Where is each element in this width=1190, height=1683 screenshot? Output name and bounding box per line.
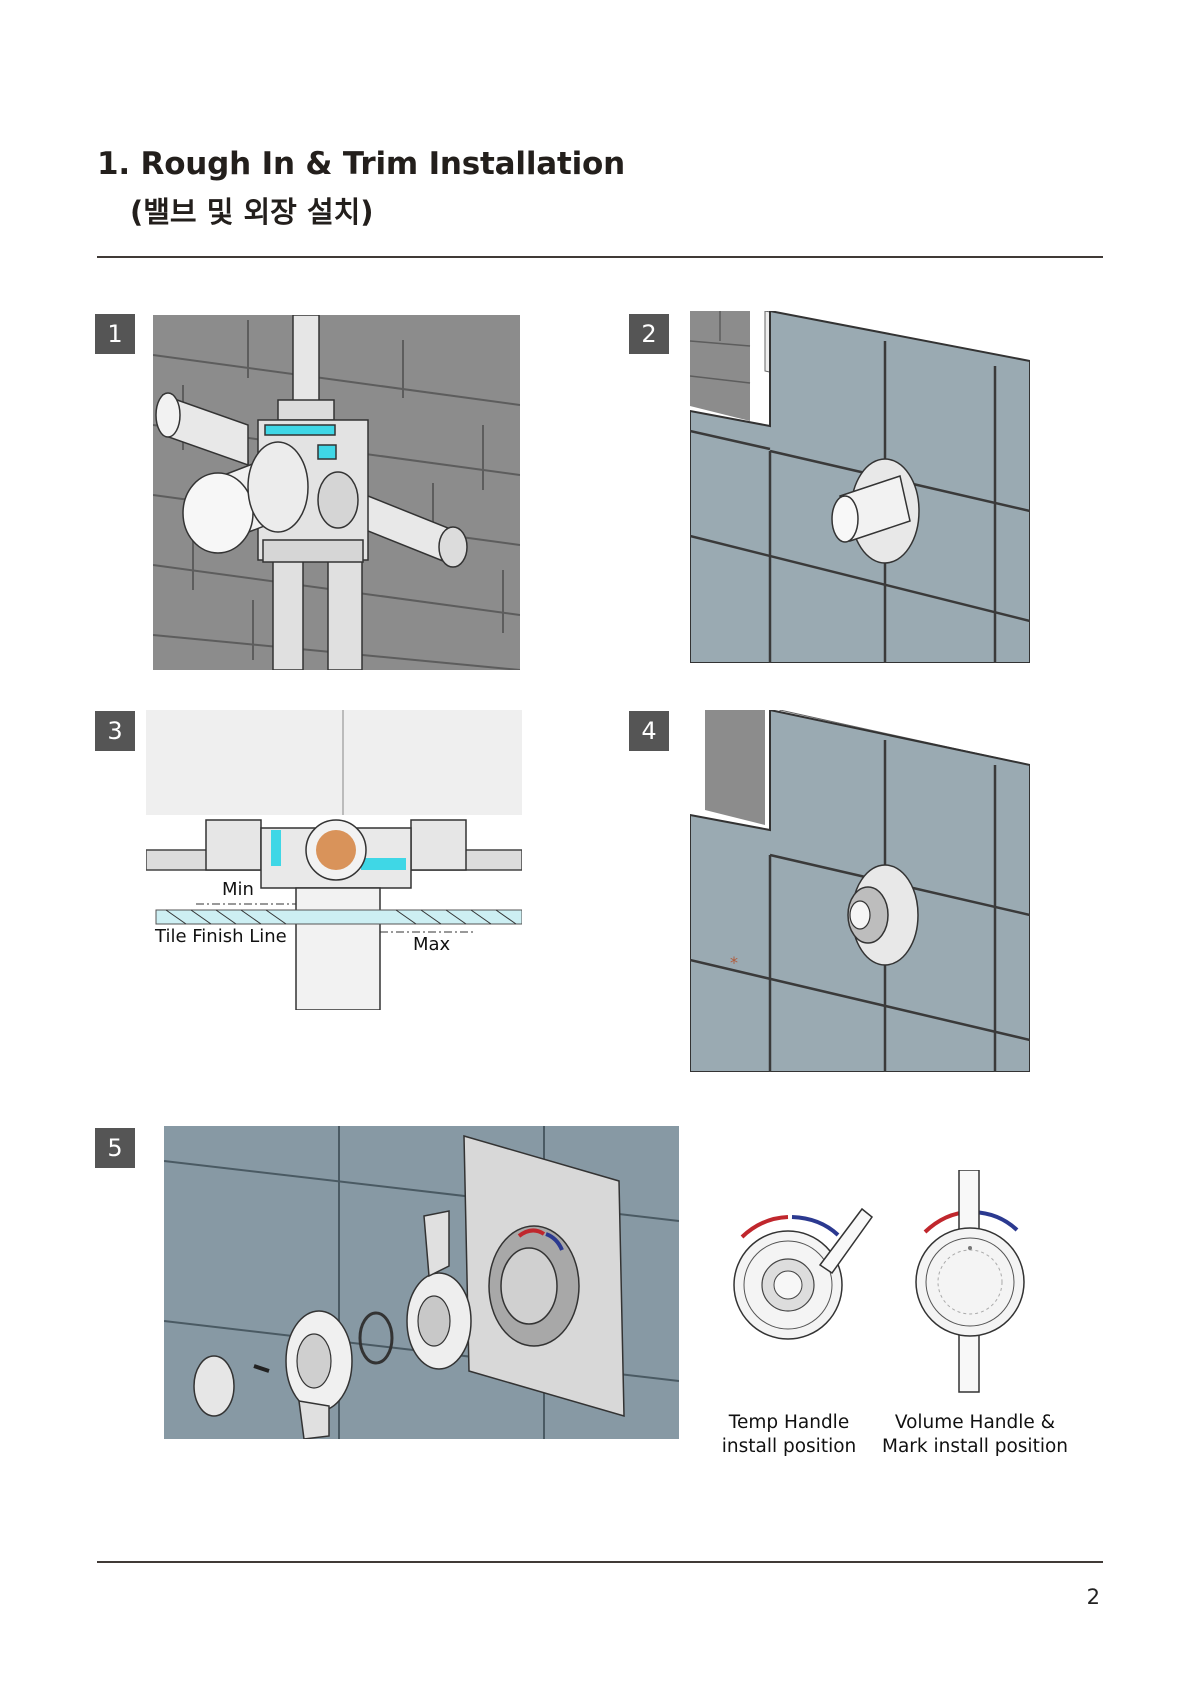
svg-text:*: * [730,953,738,972]
temp-handle-caption-line2: install position [721,1436,857,1457]
temp-handle-diagram [733,1207,874,1340]
step-1-valve-illustration [153,315,520,670]
volume-handle-caption-line2: Mark install position [881,1436,1069,1457]
page-number: 2 [1086,1585,1100,1609]
temp-handle-caption-line1: Temp Handle [728,1412,850,1433]
max-label: Max [413,934,451,955]
step-3-depth-illustration [146,710,522,1010]
page-subtitle: (밸브 및 외장 설치) [130,195,374,229]
step-5-exploded-illustration [164,1126,679,1439]
min-label: Min [222,879,254,900]
step-2-tile-illustration [690,311,1030,663]
step-2-badge: 2 [629,314,669,354]
step-1-badge: 1 [95,314,135,354]
page-title: 1. Rough In & Trim Installation [97,146,625,182]
temp-handle-caption: Temp Handle install position [714,1411,864,1459]
volume-handle-diagram [915,1170,1025,1393]
step-4-tile-illustration: * [690,710,1030,1072]
tile-finish-line-label: Tile Finish Line [155,926,287,947]
step-5-badge: 5 [95,1128,135,1168]
step-3-badge: 3 [95,711,135,751]
footer-divider [97,1561,1103,1563]
header-divider [97,256,1103,258]
step-4-badge: 4 [629,711,669,751]
volume-handle-caption: Volume Handle & Mark install position [875,1411,1075,1459]
volume-handle-caption-line1: Volume Handle & [894,1412,1056,1433]
